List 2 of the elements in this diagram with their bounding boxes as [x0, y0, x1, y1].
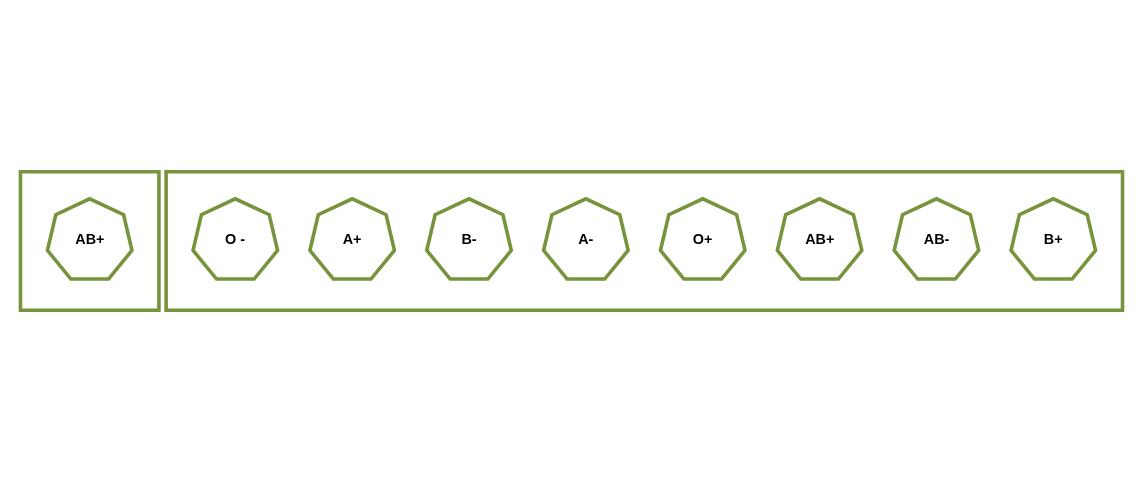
cluster: [18, 169, 161, 312]
cluster: [164, 169, 1125, 312]
